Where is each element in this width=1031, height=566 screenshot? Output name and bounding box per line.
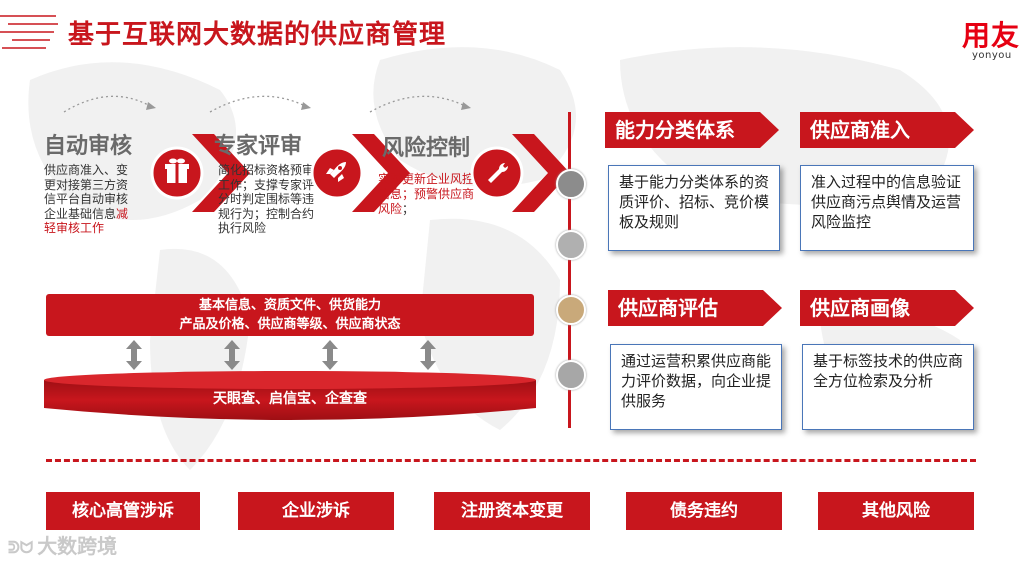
step-risk-control-desc-b: 风险 bbox=[378, 202, 403, 216]
wrench-icon bbox=[488, 163, 508, 183]
category-supplier-evaluation-banner bbox=[608, 290, 782, 326]
thumbnail-photo-2 bbox=[556, 230, 586, 260]
double-arrow-icon bbox=[126, 340, 142, 370]
watermark-text: 大数跨境 bbox=[37, 534, 118, 558]
category-supplier-admission-label: 供应商准入 bbox=[810, 118, 910, 142]
step-expert-review-desc: 简化招标资格预审工作；支撑专家评分时判定围标等违规行为；控制合约执行风险 bbox=[218, 163, 315, 235]
category-supplier-admission-banner bbox=[800, 112, 974, 148]
brand-logo-subtitle: yonyou bbox=[972, 50, 1012, 61]
risk-enterprise-litigation: 企业涉诉 bbox=[238, 492, 394, 530]
step-risk-control-desc-a: 实时更新企业风控信息；预警供应商 bbox=[378, 172, 475, 201]
thumbnail-photo-3 bbox=[556, 295, 586, 325]
step-risk-control-desc-c: ； bbox=[402, 202, 415, 216]
step-risk-control-desc: 实时更新企业风控信息；预警供应商风险； bbox=[378, 172, 476, 217]
gift-icon bbox=[165, 158, 189, 183]
risk-control-chevron bbox=[470, 134, 570, 212]
double-arrow-icon bbox=[420, 340, 436, 370]
step-risk-control-title: 风险控制 bbox=[382, 136, 471, 161]
risk-executive-litigation: 核心高管涉诉 bbox=[46, 492, 200, 530]
page-title: 基于互联网大数据的供应商管理 bbox=[68, 20, 447, 50]
category-supplier-profile-label: 供应商画像 bbox=[810, 296, 910, 320]
data-source-cylinder bbox=[44, 371, 536, 420]
double-arrow-icon bbox=[224, 340, 240, 370]
header-decoration bbox=[0, 15, 58, 49]
risk-other: 其他风险 bbox=[818, 492, 974, 530]
enterprise-data-line-1: 基本信息、资质文件、供货能力 bbox=[198, 298, 381, 313]
risk-debt-default: 债务违约 bbox=[626, 492, 782, 530]
vertical-divider bbox=[568, 112, 571, 428]
risk-registered-capital-change: 注册资本变更 bbox=[434, 492, 590, 530]
sync-arrows bbox=[126, 340, 436, 370]
process-flow-arcs bbox=[63, 95, 471, 113]
category-supplier-evaluation-card: 通过运营积累供应商能力评价数据，向企业提供服务 bbox=[610, 344, 782, 430]
category-supplier-evaluation-label: 供应商评估 bbox=[618, 296, 718, 320]
brand-logo: 用友 bbox=[962, 19, 1021, 52]
thumbnail-photo-4 bbox=[556, 360, 586, 390]
step-auto-review-desc-text: 供应商准入、变更对接第三方资信平台自动审核企业基础信息 bbox=[44, 163, 129, 221]
double-arrow-icon bbox=[322, 340, 338, 370]
enterprise-data-line-2: 产品及价格、供应商等级、供应商状态 bbox=[179, 317, 401, 332]
category-supplier-profile-card: 基于标签技术的供应商全方位检索及分析 bbox=[802, 344, 974, 430]
rocket-icon bbox=[326, 162, 346, 182]
step-auto-review-title: 自动审核 bbox=[44, 134, 133, 159]
watermark-logo-icon: ᕲᗢ bbox=[8, 538, 34, 557]
dashed-separator bbox=[46, 459, 976, 462]
step-auto-review-desc: 供应商准入、变更对接第三方资信平台自动审核企业基础信息减轻审核工作 bbox=[44, 163, 136, 236]
auto-review-chevron bbox=[150, 134, 250, 212]
category-supplier-admission-card: 准入过程中的信息验证供应商污点舆情及运营风险监控 bbox=[800, 165, 974, 251]
category-capability-system-card: 基于能力分类体系的资质评价、招标、竞价模板及规则 bbox=[608, 165, 780, 251]
step-auto-review-desc-highlight: 减轻审核工作 bbox=[44, 206, 129, 236]
step-expert-review-title: 专家评审 bbox=[214, 134, 303, 159]
thumbnail-photo-1 bbox=[556, 169, 586, 199]
expert-review-chevron bbox=[310, 134, 410, 212]
category-capability-system-banner bbox=[605, 112, 779, 148]
data-source-label: 天眼查、启信宝、企查查 bbox=[213, 391, 367, 407]
category-supplier-profile-banner bbox=[800, 290, 974, 326]
enterprise-data-bar: 基本信息、资质文件、供货能力 产品及价格、供应商等级、供应商状态 bbox=[46, 294, 534, 336]
category-capability-system-label: 能力分类体系 bbox=[615, 118, 735, 142]
